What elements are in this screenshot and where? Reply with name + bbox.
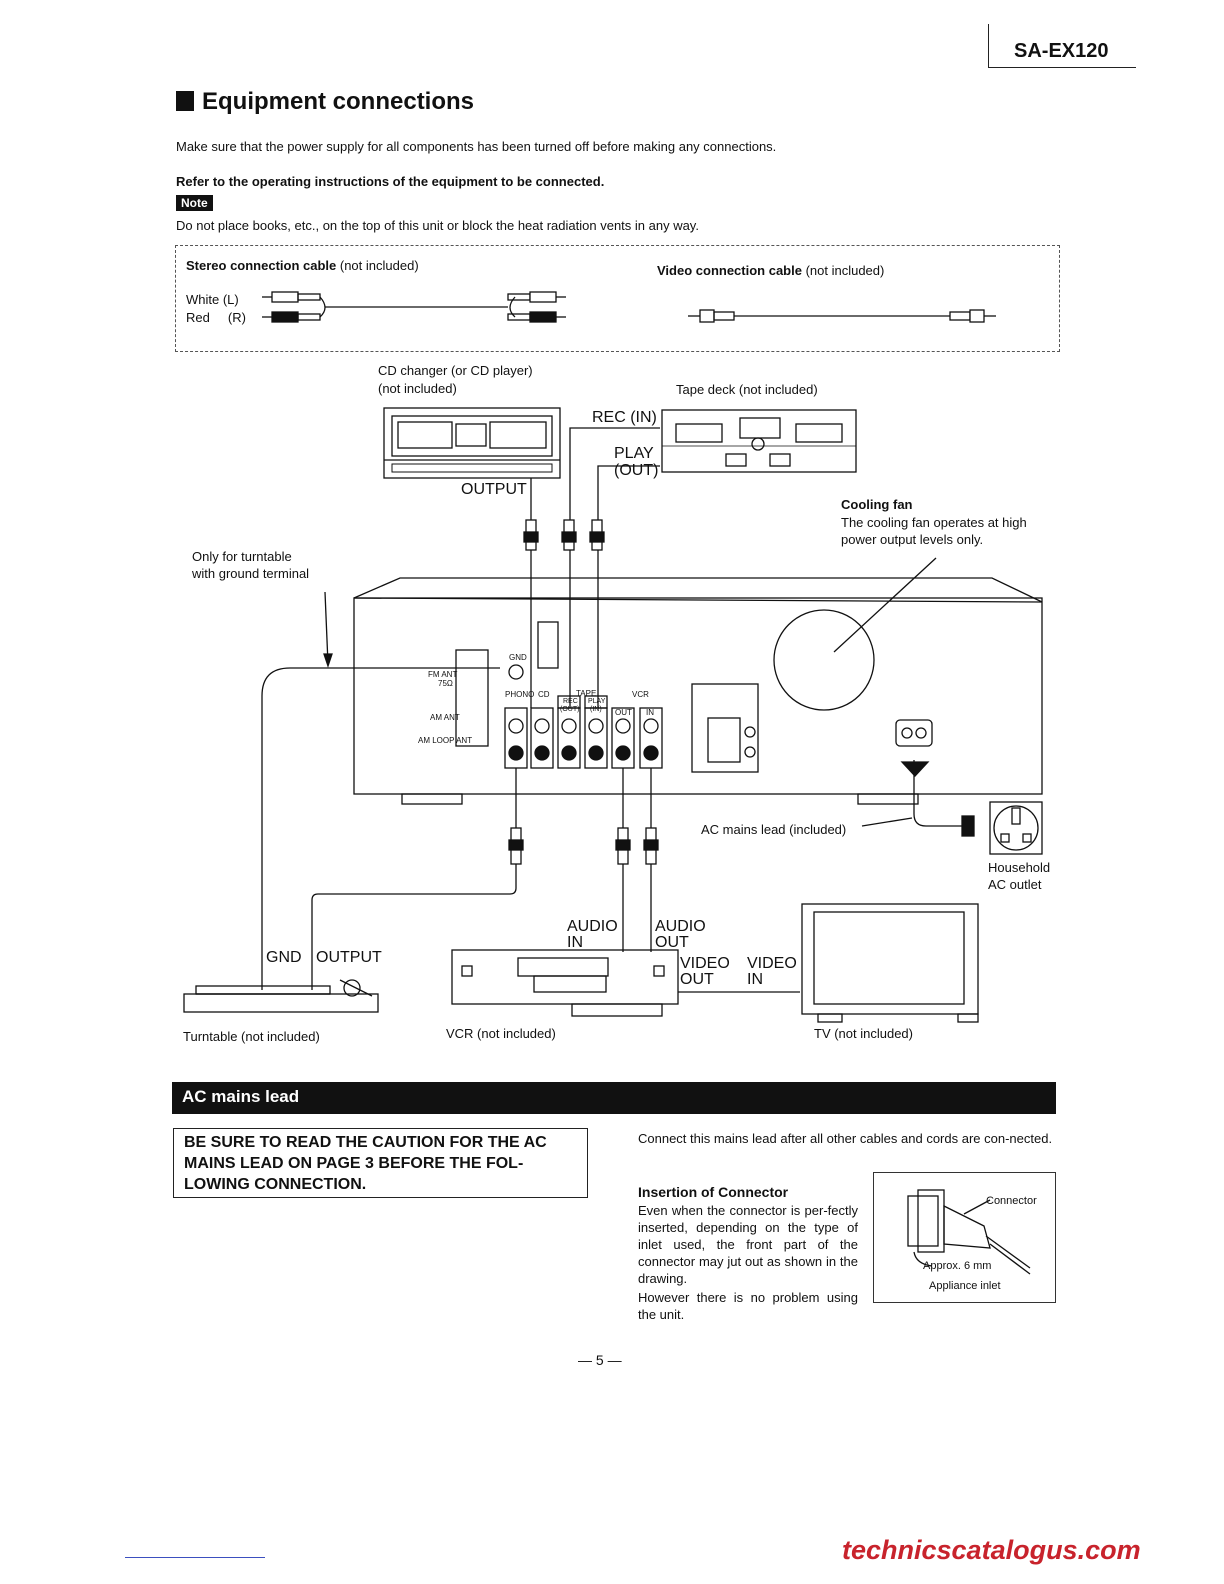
rec-in-label: REC (IN) [592, 409, 657, 426]
vcr-out-jack-label: OUT [615, 708, 632, 717]
page-number: — 5 — [578, 1352, 622, 1368]
amplifier-rear-panel [353, 557, 1043, 805]
rca-plug-icon [523, 519, 605, 551]
cooling-fan-line1: The cooling fan operates at high [841, 515, 1027, 530]
tv-video-in-sub: IN [747, 971, 763, 988]
note-badge: Note [176, 195, 213, 211]
tv-video-in-label: VIDEO [747, 955, 797, 972]
stereo-cable-icon [262, 291, 566, 323]
fm-ohm-label: 75Ω [438, 679, 453, 688]
connector-plug-icon [907, 1189, 1031, 1275]
cooling-fan-title: Cooling fan [841, 497, 913, 512]
turntable-gnd-label: GND [266, 949, 302, 966]
turntable-note-line2: with ground terminal [192, 566, 310, 581]
connector-diagram-box [873, 1172, 1056, 1303]
white-left-label: White (L) [186, 292, 239, 307]
turntable-icon [183, 979, 379, 1013]
header-rule-horizontal [988, 67, 1136, 68]
stereo-cable-label: Stereo connection cable (not included) [186, 257, 419, 274]
vcr-video-out-sub: OUT [680, 971, 714, 988]
turntable-label: Turntable (not included) [183, 1029, 320, 1044]
vcr-audio-out-label: AUDIO [655, 918, 706, 935]
play-jack-label: PLAY [588, 698, 606, 705]
rec-out-jack-label: (OUT) [560, 706, 580, 713]
video-cable-title: Video connection cable [657, 263, 802, 278]
play-out-label: (OUT) [614, 462, 659, 479]
cd-changer-note: (not included) [378, 381, 457, 396]
stereo-cable-note: (not included) [336, 258, 419, 273]
red-right-label: Red (R) [186, 310, 246, 325]
tv-icon [801, 903, 979, 1023]
connect-text: Connect this mains lead after all other … [638, 1131, 1053, 1146]
model-number: SA-EX120 [1014, 40, 1109, 62]
turntable-note-line1: Only for turntable [192, 549, 292, 564]
refer-text: Refer to the operating instructions of t… [176, 174, 605, 189]
connector-label: Connector [986, 1195, 1037, 1207]
tape-deck-icon [661, 409, 857, 473]
cooling-fan-line2: power output levels only. [841, 532, 984, 547]
turntable-output-label: OUTPUT [316, 949, 382, 966]
rca-jacks-panel [504, 695, 663, 769]
play-label: PLAY [614, 445, 654, 462]
cd-output-label: OUTPUT [461, 481, 527, 498]
am-loop-label: AM LOOP ANT [418, 736, 473, 745]
however-text: However there is no problem using the un… [638, 1290, 858, 1322]
vcr-label: VCR (not included) [446, 1026, 556, 1041]
cd-changer-icon [383, 407, 561, 479]
household-label: Household [988, 860, 1051, 875]
vcr-video-out-label: VIDEO [680, 955, 730, 972]
vcr-audio-in-label: AUDIO [567, 918, 618, 935]
appliance-inlet-label: Appliance inlet [929, 1280, 1001, 1292]
vcr-in-jack-label: IN [646, 708, 654, 717]
ac-lead-label: AC mains lead (included) [701, 822, 847, 837]
caution-text: BE SURE TO READ THE CAUTION FOR THE AC M… [184, 1134, 547, 1193]
section-title-equipment: Equipment connections [176, 88, 474, 116]
header-rule-vertical [988, 24, 989, 68]
caution-box: BE SURE TO READ THE CAUTION FOR THE AC M… [173, 1128, 588, 1198]
video-cable-icon [688, 309, 996, 323]
footer-rule [125, 1557, 265, 1558]
tape-deck-label: Tape deck (not included) [676, 382, 818, 397]
rec-jack-label: REC [563, 698, 578, 705]
ac-mains-section-title: AC mains lead [182, 1087, 300, 1106]
insertion-text: Even when the connector is per-fectly in… [638, 1203, 858, 1286]
am-ant-label: AM ANT [430, 713, 460, 722]
ac-outlet-label: AC outlet [988, 877, 1042, 892]
tape-jack-label: TAPE [576, 689, 597, 698]
intro-text: Make sure that the power supply for all … [176, 139, 777, 154]
tv-label: TV (not included) [814, 1026, 913, 1041]
gnd-terminal-label: GND [509, 653, 527, 662]
phono-label: PHONO [505, 690, 535, 699]
section-title-text: Equipment connections [202, 88, 475, 115]
play-in-jack-label: (IN) [590, 706, 602, 713]
approx-label: Approx. 6 mm [923, 1260, 992, 1272]
ac-mains-section-bar: AC mains lead [172, 1082, 1056, 1114]
vcr-jack-label: VCR [632, 690, 649, 699]
video-cable-label: Video connection cable (not included) [657, 262, 884, 279]
note-text: Do not place books, etc., on the top of … [176, 218, 699, 233]
vcr-audio-out-sub: OUT [655, 934, 689, 951]
cable-info-box [175, 245, 1060, 352]
video-cable-note: (not included) [801, 263, 885, 278]
footer-watermark[interactable]: technicscatalogus.com [842, 1535, 1141, 1565]
fm-ant-label: FM ANT [428, 670, 458, 679]
bullet-square-icon [176, 91, 194, 111]
stereo-cable-title: Stereo connection cable [186, 258, 337, 273]
insertion-title: Insertion of Connector [638, 1184, 789, 1200]
vcr-audio-in-sub: IN [567, 934, 583, 951]
vcr-icon [451, 949, 679, 1017]
household-outlet-icon [989, 801, 1043, 855]
cd-changer-label: CD changer (or CD player) [378, 363, 533, 378]
cd-jack-label: CD [538, 690, 550, 699]
